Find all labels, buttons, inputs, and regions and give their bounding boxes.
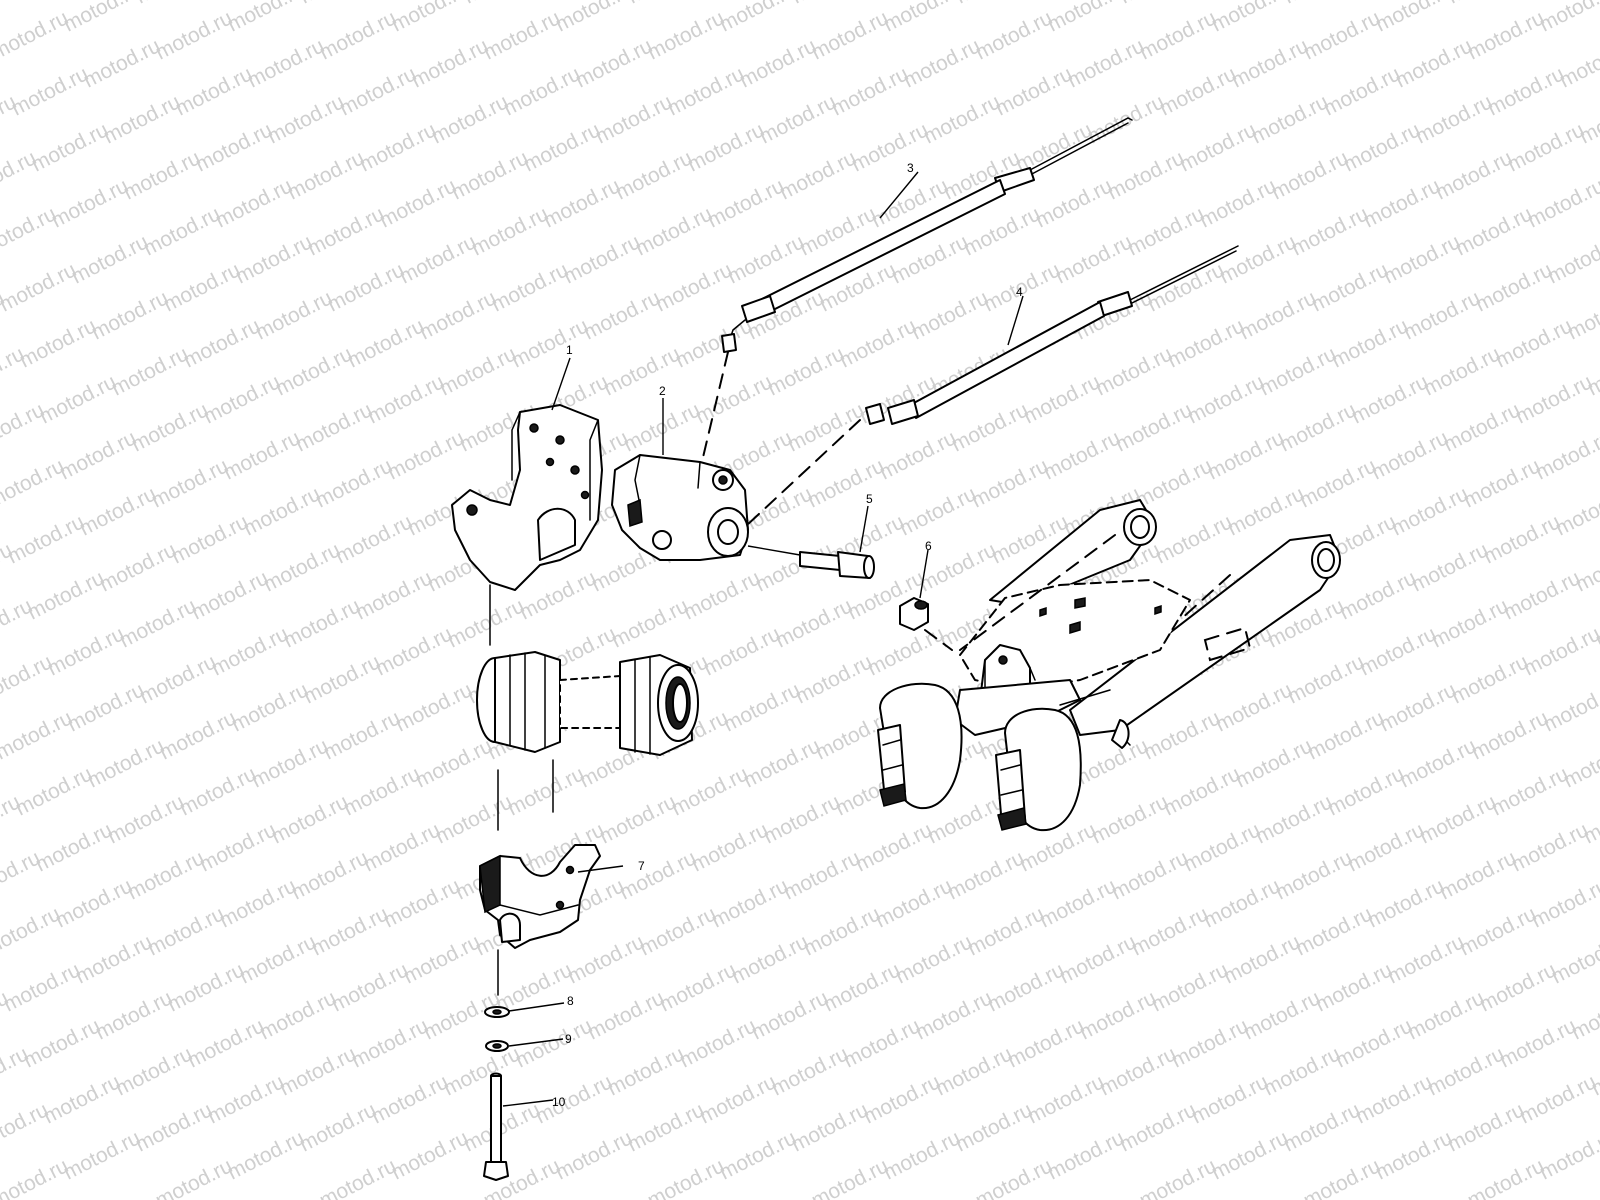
- watermark-text: motod.ru: [460, 0, 544, 8]
- cable-3: [699, 117, 1133, 471]
- cable-4: [745, 245, 1239, 527]
- watermark-text: motod.ru: [880, 0, 964, 36]
- watermark-text: motod.ru: [788, 0, 872, 8]
- part-5-pin: [799, 551, 875, 579]
- watermark-text: motod.ru: [1116, 0, 1200, 8]
- part-9-washer: [485, 1040, 509, 1052]
- watermark-text: motod.ru: [1136, 1154, 1220, 1200]
- watermark-text: motod.ru: [316, 1154, 400, 1200]
- watermark-text: motod.ru: [1372, 0, 1456, 36]
- callout-7: 7: [638, 859, 645, 873]
- watermark-text: motod.ru: [952, 0, 1036, 8]
- callout-labels: 1 2 3 4 5 6 7 8 9 10: [552, 161, 1023, 1109]
- watermark-text: motod.ru: [0, 1154, 72, 1200]
- watermark-text: motod.ru: [1540, 678, 1600, 736]
- watermark-text: motod.ru: [1044, 0, 1128, 36]
- watermark-text: motod.ru: [1280, 0, 1364, 8]
- watermark-text: motod.ru: [1552, 482, 1600, 540]
- callout-6: 6: [925, 539, 932, 553]
- watermark-text: motod.ru: [1520, 622, 1600, 680]
- watermark-text: motod.ru: [1548, 930, 1600, 988]
- watermark-text: motod.ru: [1208, 0, 1292, 36]
- watermark-text: motod.ru: [1544, 230, 1600, 288]
- watermark-text: motod.ru: [224, 0, 308, 36]
- watermark-text: motod.ru: [296, 0, 380, 8]
- watermark-text: motod.ru: [60, 0, 144, 36]
- watermark-text: motod.ru: [1536, 0, 1600, 36]
- part-2-caliper: [611, 454, 801, 561]
- callout-4: 4: [1016, 285, 1023, 299]
- callout-1: 1: [566, 343, 573, 357]
- watermark-text: motod.ru: [644, 1154, 728, 1200]
- watermark-text: motod.ru: [1532, 426, 1600, 484]
- watermark-text: motod.ru: [1528, 874, 1600, 932]
- callout-8: 8: [567, 994, 574, 1008]
- callout-10: 10: [552, 1095, 566, 1109]
- watermark-text: motod.ru: [1444, 0, 1528, 8]
- watermark-text: motod.ru: [132, 0, 216, 8]
- swing-arm: [877, 499, 1341, 832]
- watermark-text: motod.ru: [716, 0, 800, 36]
- watermark-text: motod.ru: [1464, 1154, 1548, 1200]
- watermark-text: motod.ru: [1564, 286, 1600, 344]
- watermark-text: motod.ru: [1516, 1070, 1600, 1128]
- bearing-axle-assembly: [476, 651, 699, 831]
- watermark-text: motod.ru: [1524, 174, 1600, 232]
- callout-2: 2: [659, 384, 666, 398]
- watermark-text: motod.ru: [0, 0, 52, 8]
- watermark-text: motod.ru: [1300, 1154, 1384, 1200]
- part-10-bolt: [483, 1072, 509, 1181]
- callout-5: 5: [866, 492, 873, 506]
- watermark-text: motod.ru: [624, 0, 708, 8]
- callout-9: 9: [565, 1032, 572, 1046]
- part-8-washer: [484, 1006, 510, 1018]
- callout-3: 3: [907, 161, 914, 175]
- part-1-bracket: [451, 404, 603, 646]
- part-7-lower-bracket: [479, 844, 601, 996]
- watermark-text: motod.ru: [1536, 1126, 1600, 1184]
- callout-leaders: [502, 171, 1024, 1107]
- watermark-text: motod.ru: [152, 1154, 236, 1200]
- part-6-nut: [899, 597, 953, 651]
- watermark-text: motod.ru: [552, 0, 636, 36]
- watermark-text: motod.ru: [388, 0, 472, 36]
- watermark-text: motod.ru: [972, 1154, 1056, 1200]
- watermark-text: motod.ru: [808, 1154, 892, 1200]
- watermark-text: motod.ru: [1560, 734, 1600, 792]
- watermark-text: motod.ru: [1556, 34, 1600, 92]
